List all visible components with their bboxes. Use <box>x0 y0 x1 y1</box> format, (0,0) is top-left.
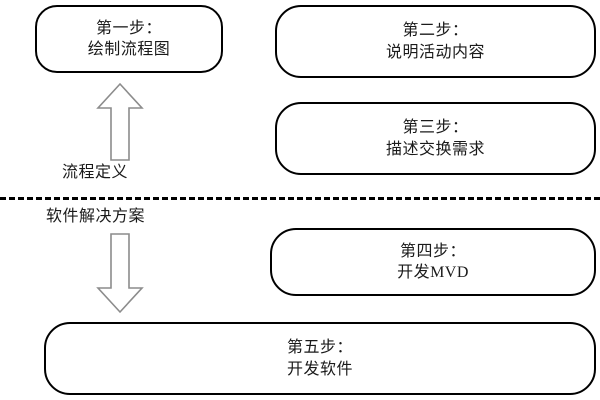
node-step2[interactable]: 第二步： 说明活动内容 <box>275 5 596 78</box>
node-step1-line2: 绘制流程图 <box>87 41 171 58</box>
label-software-solution: 软件解决方案 <box>46 208 146 225</box>
node-step1-line1: 第一步： <box>95 19 162 37</box>
node-step4-line2: 开发MVD <box>397 264 469 281</box>
node-step3-line1: 第三步： <box>402 119 469 137</box>
node-step5-line1: 第五步： <box>286 339 353 357</box>
node-step3[interactable]: 第三步： 描述交换需求 <box>275 102 596 175</box>
node-step1[interactable]: 第一步： 绘制流程图 <box>35 5 223 73</box>
node-step3-line2: 描述交换需求 <box>385 140 485 158</box>
arrow-down-icon <box>96 233 144 314</box>
label-process-definition: 流程定义 <box>62 164 129 181</box>
node-step5[interactable]: 第五步： 开发软件 <box>44 322 596 395</box>
section-divider <box>0 197 600 200</box>
node-step2-line1: 第二步： <box>402 22 469 40</box>
arrow-up-icon <box>96 82 144 161</box>
node-step4[interactable]: 第四步： 开发MVD <box>270 228 596 296</box>
node-step2-line2: 说明活动内容 <box>385 43 485 61</box>
node-step4-line1: 第四步： <box>399 242 466 260</box>
node-step5-line2: 开发软件 <box>286 360 353 378</box>
